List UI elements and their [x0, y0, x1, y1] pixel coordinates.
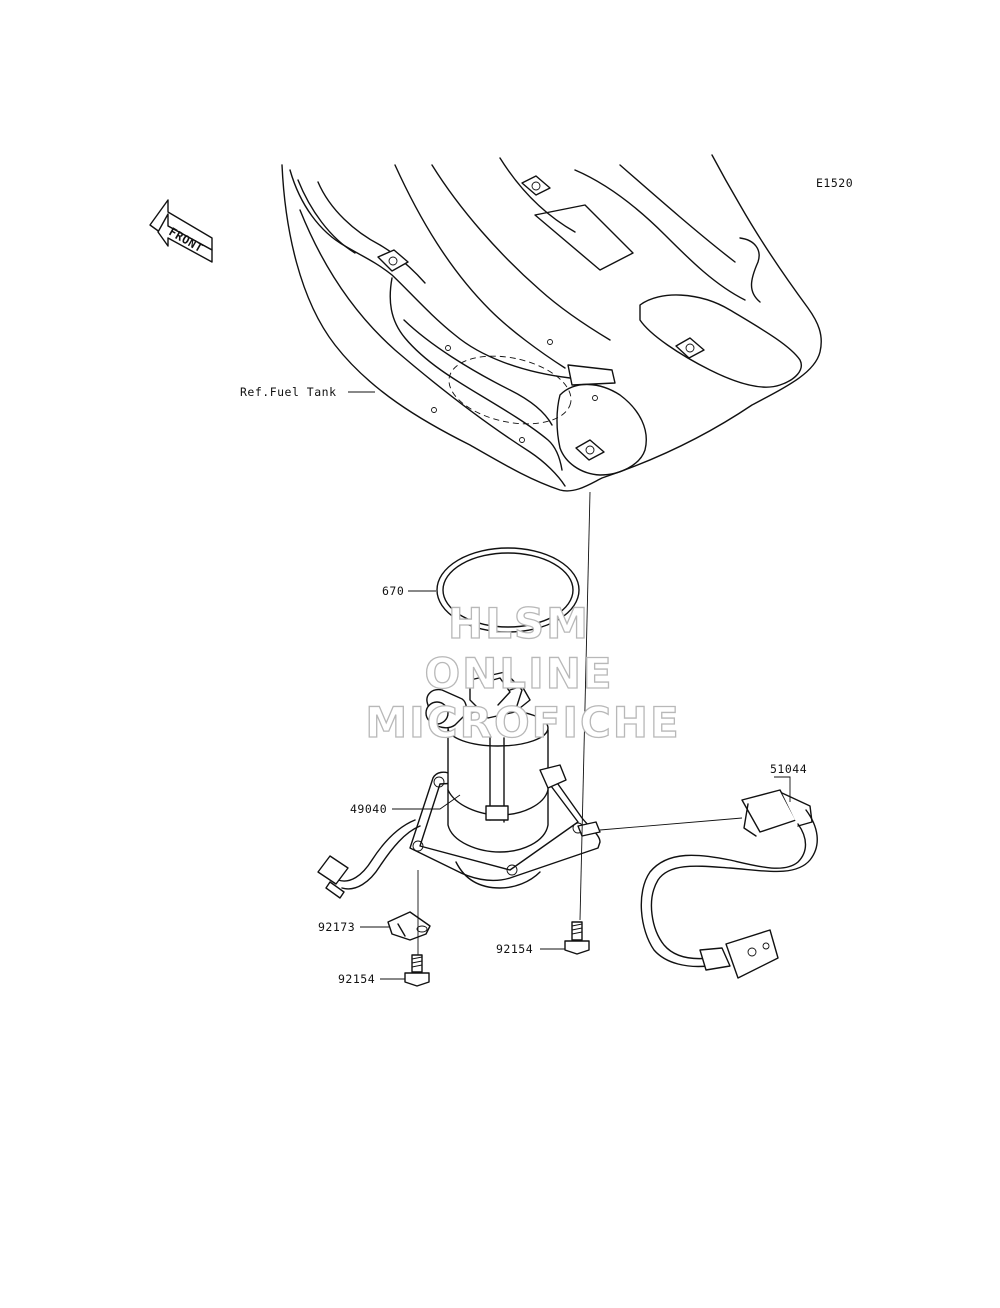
fuel-tank-drawing [281, 154, 822, 492]
watermark: HLSM ONLINE MICROFICHE [365, 598, 680, 747]
watermark-line-2: ONLINE [424, 649, 613, 698]
callout-670: 670 [382, 584, 404, 598]
callout-fuel-tank: Ref.Fuel Tank [240, 385, 337, 399]
callout-51044: 51044 [770, 762, 807, 776]
clamp-drawing [387, 911, 431, 941]
fuel-pump-drawing [317, 671, 601, 899]
diagram-code: E1520 [816, 176, 853, 190]
watermark-line-3: MICROFICHE [365, 698, 680, 747]
callout-92154-right: 92154 [496, 942, 533, 956]
callout-92154-left: 92154 [338, 972, 375, 986]
bolt-right-drawing [564, 921, 590, 955]
callout-leaders [348, 391, 791, 980]
bolt-left-drawing [404, 954, 430, 987]
fuel-hose-drawing [640, 789, 818, 979]
watermark-line-1: HLSM [448, 599, 590, 648]
front-arrow-icon: FRONT [149, 199, 213, 263]
gasket-ring [436, 547, 580, 633]
callout-92173: 92173 [318, 920, 355, 934]
assembly-lines [417, 491, 743, 955]
callout-49040: 49040 [350, 802, 387, 816]
